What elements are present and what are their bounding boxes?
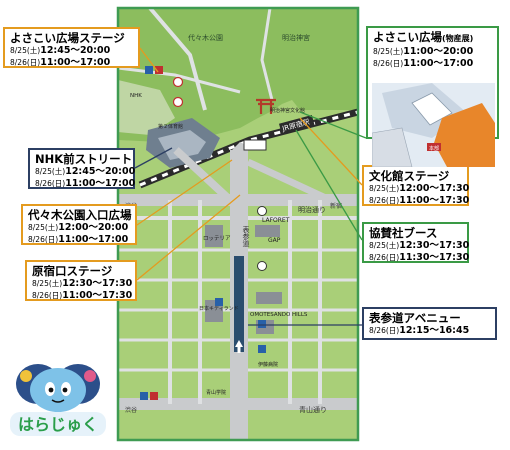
inset-yosakoi: よさこい広場(物産展) 8/25(土)11:00〜20:00 8/26(日)11… — [366, 26, 499, 167]
stage-harajuku: 原宿口ステージ 8/25(土)12:30〜17:30 8/26(日)11:00〜… — [25, 260, 137, 301]
toilet-icon-4 — [258, 320, 266, 328]
inset-map: 本部 — [372, 83, 495, 167]
nhk-row2-date: 8/26(日) — [35, 178, 66, 188]
kyosan-row1-date: 8/25(土) — [369, 241, 400, 250]
stage-yoyogi: 代々木公園入口広場 8/25(土)12:00〜20:00 8/26(日)11:0… — [21, 204, 137, 245]
yoyogi-row1-date: 8/25(土) — [28, 223, 59, 232]
inset-row1-date: 8/25(土) — [373, 47, 404, 56]
torii-icon — [256, 98, 276, 114]
yosakoi-row1-time: 12:45〜20:00 — [40, 45, 111, 56]
bunka-row1-date: 8/25(土) — [369, 184, 400, 193]
stage-omote: 表参道アベニュー 8/26(日)12:15〜16:45 — [362, 307, 497, 340]
toilet-icon-7 — [150, 392, 158, 400]
stage-yosakoi-title: よさこい広場ステージ — [10, 31, 125, 45]
inset-subtitle: (物産展) — [442, 34, 474, 43]
inset-row2-date: 8/26(日) — [373, 58, 404, 68]
harajuku-row1-date: 8/25(土) — [32, 279, 63, 288]
aoyama-dori-label: 青山通り — [299, 405, 327, 414]
pin-markers — [140, 66, 267, 400]
shinjuku-label: 新宿 — [330, 202, 342, 210]
omotesando-label: 表参道 — [242, 225, 250, 248]
stage-omote-title: 表参道アベニュー — [369, 311, 461, 325]
stage-nhk: NHK前ストリート 8/25(土)12:45〜20:00 8/26(日)11:0… — [28, 148, 135, 189]
laforet-label: LAFORET — [262, 217, 290, 224]
kyosan-row1-time: 12:30〜17:30 — [399, 240, 470, 251]
harajuku-row2-time: 11:00〜17:30 — [62, 289, 133, 301]
lotteria-label: ロッテリア — [203, 235, 231, 242]
toilet-icon-6 — [140, 392, 148, 400]
harajuku-row1-time: 12:30〜17:30 — [62, 278, 133, 289]
harajuku-row2-date: 8/26(日) — [32, 290, 63, 300]
omotesando-hills-label: OMOTESANDO HILLS — [250, 312, 308, 318]
inset-row2-time: 11:00〜17:00 — [403, 57, 474, 69]
yoyogi-row1-time: 12:00〜20:00 — [58, 222, 129, 233]
stage-harajuku-title: 原宿口ステージ — [32, 264, 113, 278]
stage-yosakoi: よさこい広場ステージ 8/25(土)12:45〜20:00 8/26(日)11:… — [3, 27, 140, 68]
kyosan-row2-time: 11:30〜17:30 — [399, 251, 470, 263]
station-block — [243, 139, 267, 151]
nhk-row1-date: 8/25(土) — [35, 167, 66, 176]
yoyogi-row2-date: 8/26(日) — [28, 234, 59, 244]
park-path — [148, 6, 207, 111]
yosakoi-row1-date: 8/25(土) — [10, 46, 41, 55]
stage-kyosan-title: 協賛社ブース — [369, 226, 438, 240]
bunka-row1-time: 12:00〜17:30 — [399, 183, 470, 194]
yosakoi-row2-date: 8/26(日) — [10, 57, 41, 67]
yoyogi-row2-time: 11:00〜17:00 — [58, 233, 129, 245]
inset-stage-label: 本部 — [429, 145, 439, 152]
first-aid-icon-2 — [172, 76, 184, 88]
nhk-row2-time: 11:00〜17:00 — [65, 177, 136, 189]
yosakoi-row2-time: 11:00〜17:00 — [40, 56, 111, 68]
toilet-icon-3 — [215, 298, 223, 306]
meiji-dori-label: 明治通り — [298, 205, 326, 214]
stage-yoyogi-title: 代々木公園入口広場 — [28, 208, 132, 222]
bunka-row2-date: 8/26(日) — [369, 195, 400, 205]
shibuya-right-label: 渋谷 — [125, 406, 137, 414]
kyosan-row2-date: 8/26(日) — [369, 252, 400, 262]
stage-kyosan: 協賛社ブース 8/25(土)12:30〜17:30 8/26(日)11:30〜1… — [362, 222, 469, 263]
toilet-icon — [145, 66, 153, 74]
nhk-area — [118, 80, 175, 135]
omote-row1-date: 8/26(日) — [369, 326, 400, 335]
nhk-row1-time: 12:45〜20:00 — [65, 166, 136, 177]
kyogikan-label: 明治神宮文化館 — [270, 107, 305, 114]
inset-row1-time: 11:00〜20:00 — [403, 46, 474, 57]
mascot-logo-text: はらじゅく — [18, 415, 98, 434]
omotesando-median — [234, 256, 244, 352]
info-pin-icon — [257, 206, 267, 216]
stage-nhk-title: NHK前ストリート — [35, 152, 133, 166]
mascot-logo: はらじゅく — [10, 364, 106, 436]
park-path-2 — [117, 66, 241, 94]
inset-stage-marker — [427, 143, 441, 151]
toilet-icon-2 — [155, 66, 163, 74]
first-aid-icon — [172, 96, 184, 108]
gap-label: GAP — [268, 237, 281, 244]
aoyama-label: 青山学院 — [206, 389, 226, 396]
shrine-label: 明治神宮 — [282, 33, 310, 42]
stage-bunka: 文化館ステージ 8/25(土)12:00〜17:30 8/26(日)11:00〜… — [362, 165, 469, 206]
inset-building — [434, 103, 495, 167]
park-label: 代々木公園 — [188, 33, 223, 42]
nhk-label: NHK — [130, 93, 142, 99]
inset-title: よさこい広場 — [373, 30, 442, 44]
kiddyland-label: 日本キディランド — [199, 305, 239, 312]
bunka-row2-time: 11:00〜17:30 — [399, 194, 470, 206]
omote-row1-time: 12:15〜16:45 — [399, 325, 470, 336]
toilet-icon-5 — [258, 345, 266, 353]
info-pin-icon-2 — [257, 261, 267, 271]
shrine-path — [260, 7, 274, 101]
itoh-label: 伊藤病院 — [258, 361, 278, 368]
stage-bunka-title: 文化館ステージ — [369, 169, 450, 183]
gym2-label: 第２体育館 — [158, 123, 183, 130]
